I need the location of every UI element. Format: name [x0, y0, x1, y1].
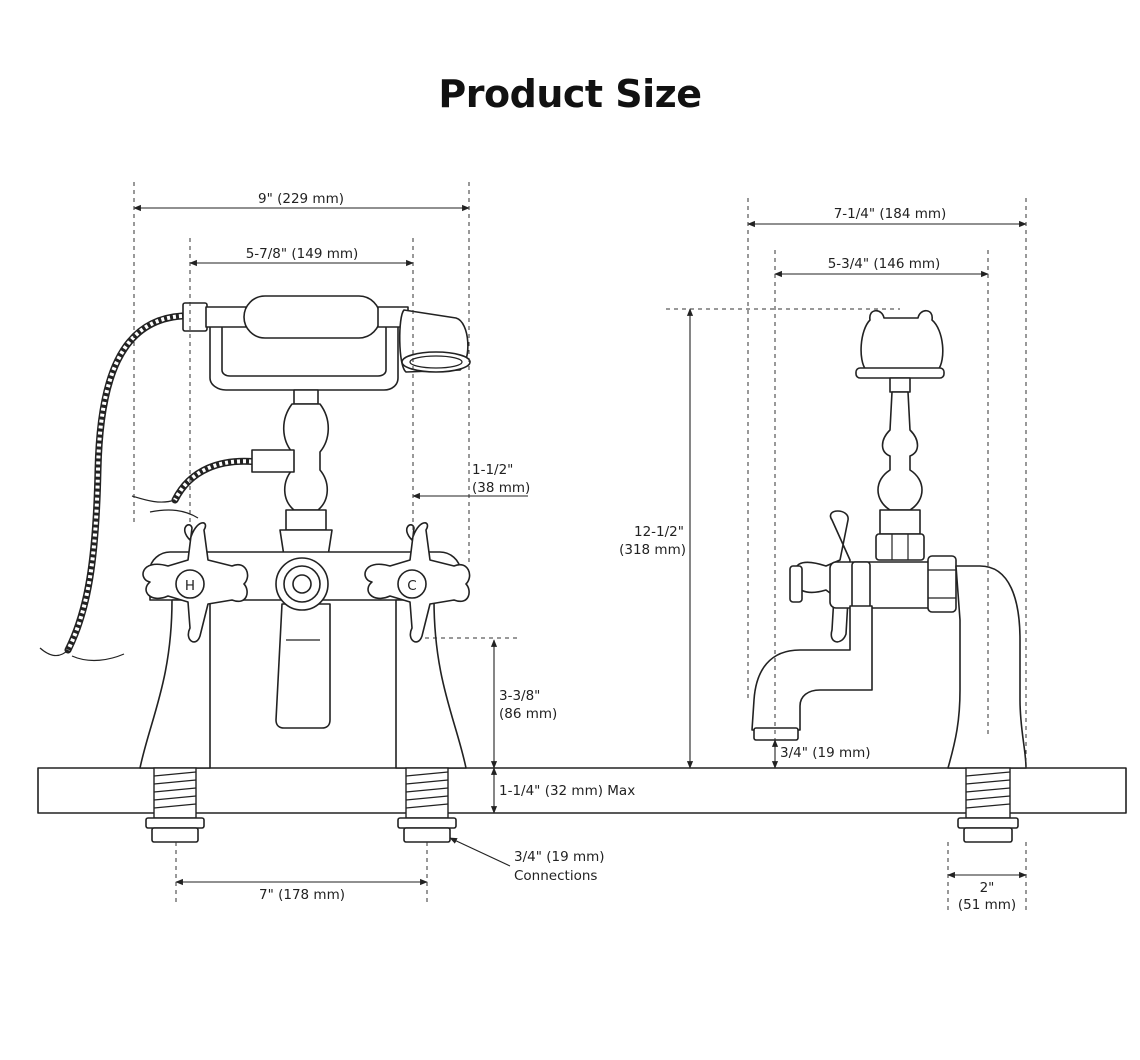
hot-letter: H [185, 578, 195, 594]
label-connections-size: 3/4" (19 mm) [514, 849, 605, 865]
label-body-depth: 5-3/4" (146 mm) [828, 256, 941, 272]
side-spout [751, 605, 873, 731]
deck-slab [37, 767, 1127, 814]
cold-letter: C [407, 578, 416, 594]
cold-handle: C [364, 522, 471, 643]
handset-cradle [182, 295, 471, 391]
label-overall-depth: 7-1/4" (184 mm) [834, 206, 947, 222]
right-shank [397, 767, 457, 843]
diverter-knob [275, 557, 329, 611]
side-view: 7-1/4" (184 mm) 5-3/4" (146 mm) 12-1/2" … [619, 198, 1027, 913]
side-handset [855, 309, 945, 379]
label-handle-offset-mm: (38 mm) [472, 480, 530, 496]
left-shank [145, 767, 205, 843]
front-spout [275, 603, 331, 729]
label-base-width-mm: (51 mm) [958, 897, 1016, 913]
shower-hose [39, 312, 262, 662]
right-riser [395, 599, 467, 769]
label-overall-width: 9" (229 mm) [258, 191, 344, 207]
label-center-spacing: 7" (178 mm) [259, 887, 345, 903]
label-total-height-mm: (318 mm) [619, 542, 686, 558]
label-spout-height-in: 3-3/8" [499, 688, 540, 704]
label-connections: Connections [514, 868, 597, 884]
dim-connections-leader [449, 837, 511, 867]
label-total-height-in: 12-1/2" [634, 524, 684, 540]
label-base-width-in: 2" [980, 880, 995, 896]
front-view: H C [39, 182, 635, 906]
label-handle-offset-in: 1-1/2" [472, 462, 513, 478]
label-spout-clearance: 3/4" (19 mm) [780, 745, 871, 761]
label-handset-width: 5-7/8" (149 mm) [246, 246, 359, 262]
side-column [875, 377, 925, 561]
hot-handle: H [142, 522, 249, 643]
page-title: Product Size [438, 72, 702, 116]
side-riser [947, 565, 1027, 769]
side-valve-body [829, 561, 935, 609]
central-column [251, 389, 333, 557]
label-spout-height-mm: (86 mm) [499, 706, 557, 722]
label-deck-thickness: 1-1/4" (32 mm) Max [499, 783, 635, 799]
side-shank [957, 767, 1019, 843]
